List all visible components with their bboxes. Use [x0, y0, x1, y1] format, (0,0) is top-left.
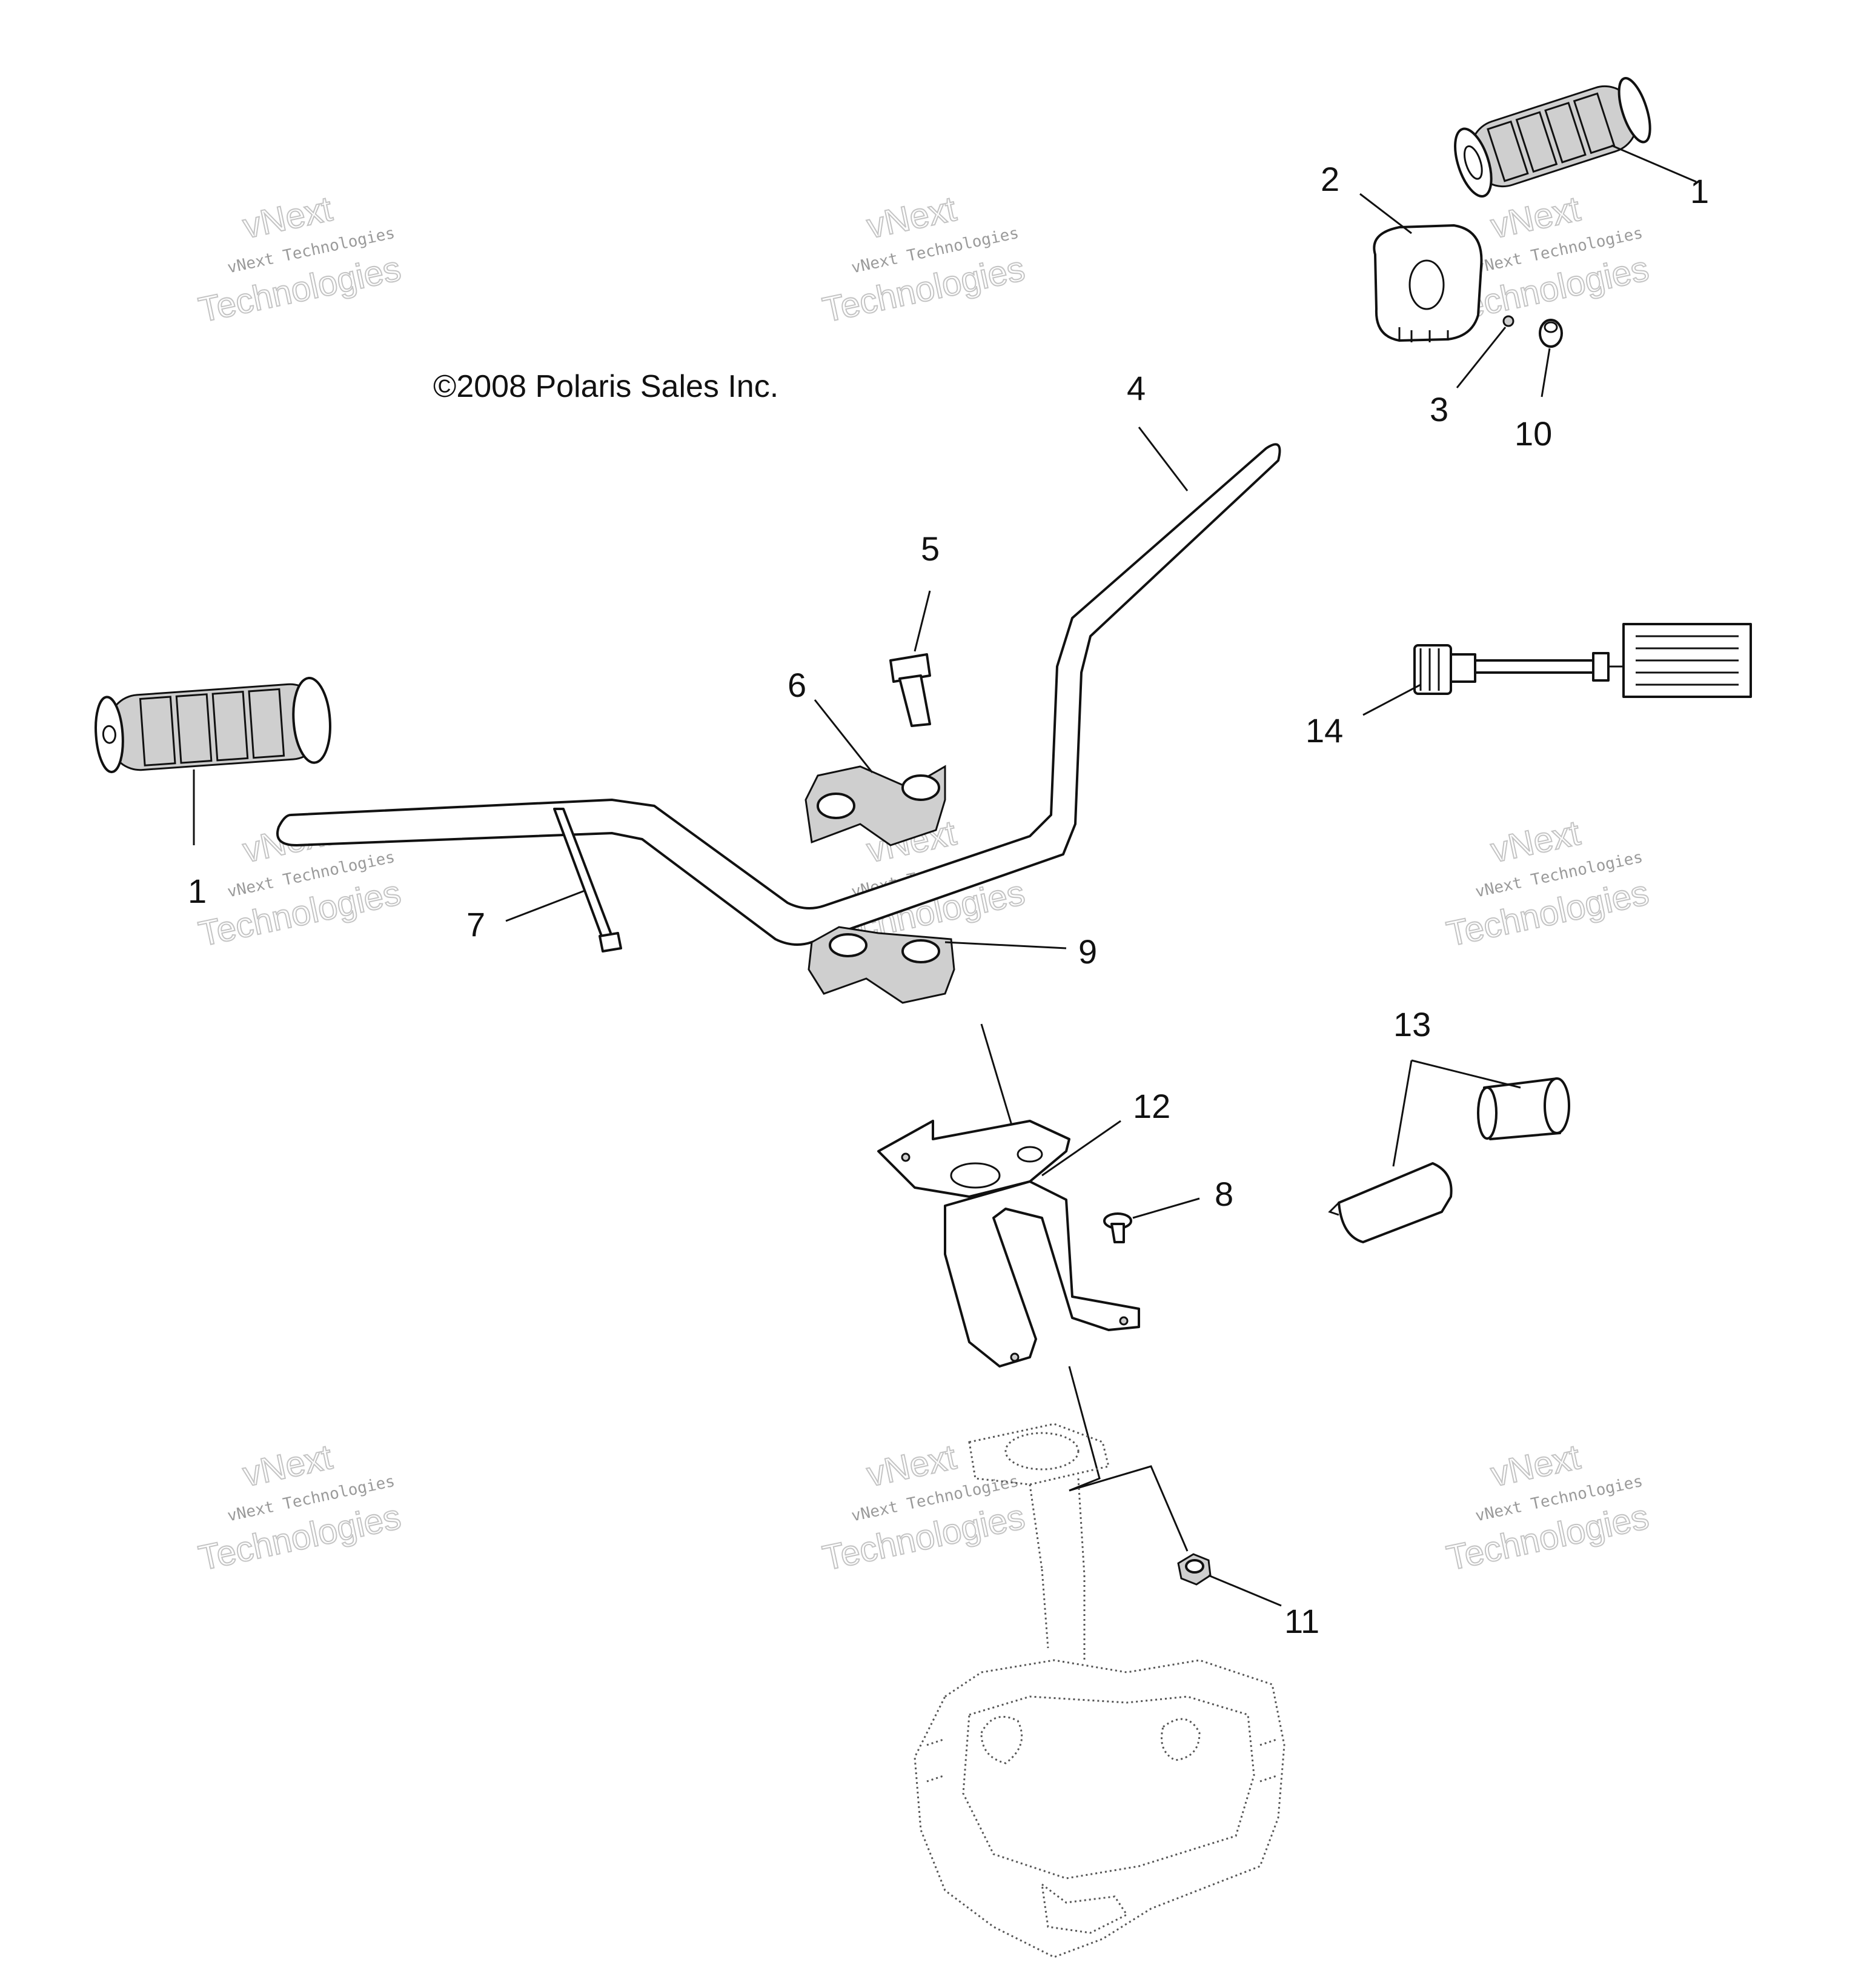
callout-12: 12 [1133, 1087, 1170, 1125]
callout-3: 3 [1430, 390, 1448, 428]
leader-9 [944, 941, 1067, 949]
leader-11 [1208, 1574, 1282, 1607]
leader-5 [914, 590, 931, 652]
watermark-8: vNext vNext Technologies Technologies [818, 1437, 1029, 1579]
leader-4 [1138, 427, 1189, 491]
leader-7 [505, 889, 585, 922]
leader-10 [1541, 348, 1551, 397]
grip-left [95, 676, 331, 774]
leader-14 [1362, 683, 1421, 716]
watermark-6: vNext vNext Technologies Technologies [1442, 813, 1653, 955]
watermark-7: vNext vNext Technologies Technologies [194, 1437, 405, 1579]
callout-7: 7 [466, 905, 485, 943]
end-plug [1328, 1077, 1570, 1243]
watermark-line1: vNext [863, 1437, 960, 1494]
bracket [877, 1120, 1140, 1368]
leader-13 [1392, 1059, 1521, 1167]
callout-6: 6 [788, 666, 806, 704]
leader-zigzag [1068, 1366, 1189, 1552]
watermark-line1: vNext [863, 189, 960, 246]
callout-13: 13 [1393, 1005, 1431, 1043]
watermark-line1: vNext [1487, 1437, 1584, 1494]
bolt-long [553, 808, 622, 952]
clamp-lower [808, 926, 955, 1004]
callout-10: 10 [1514, 414, 1552, 453]
leader-1-right [1611, 144, 1697, 183]
steering-post-ghost [914, 1423, 1285, 1958]
bolt-clamp [889, 653, 931, 727]
leader-12 [1041, 1120, 1121, 1177]
nut [1177, 1553, 1212, 1586]
callout-5: 5 [921, 530, 940, 568]
throttle-housing [1373, 224, 1483, 342]
callout-2: 2 [1321, 160, 1339, 198]
callout-1-right: 1 [1690, 172, 1709, 210]
watermark-9: vNext vNext Technologies Technologies [1442, 1437, 1653, 1579]
handlebar [276, 443, 1281, 946]
screw-bracket [1103, 1212, 1132, 1243]
callout-14: 14 [1305, 711, 1343, 750]
watermark-2: vNext vNext Technologies Technologies [818, 188, 1029, 331]
copyright-text: ©2008 Polaris Sales Inc. [433, 369, 778, 404]
watermark-line1: vNext [239, 189, 336, 246]
callout-1-left: 1 [188, 872, 207, 910]
callout-9: 9 [1078, 932, 1097, 971]
watermark-line1: vNext [1487, 813, 1584, 870]
grip-right [1454, 77, 1651, 198]
screw-small [1502, 315, 1514, 327]
heater-harness [1413, 623, 1752, 698]
clamp-upper [804, 765, 946, 846]
leader-8 [1132, 1197, 1200, 1219]
watermark-1: vNext vNext Technologies Technologies [194, 188, 405, 331]
watermark-line1: vNext [1487, 189, 1584, 246]
leader-6 [814, 699, 874, 773]
callout-11: 11 [1284, 1602, 1319, 1640]
plug-small [1539, 319, 1563, 348]
leader-2 [1359, 193, 1412, 234]
callout-8: 8 [1215, 1175, 1233, 1213]
leader-3 [1456, 327, 1507, 388]
watermark-line1: vNext [239, 1437, 336, 1494]
callout-4: 4 [1127, 369, 1146, 407]
